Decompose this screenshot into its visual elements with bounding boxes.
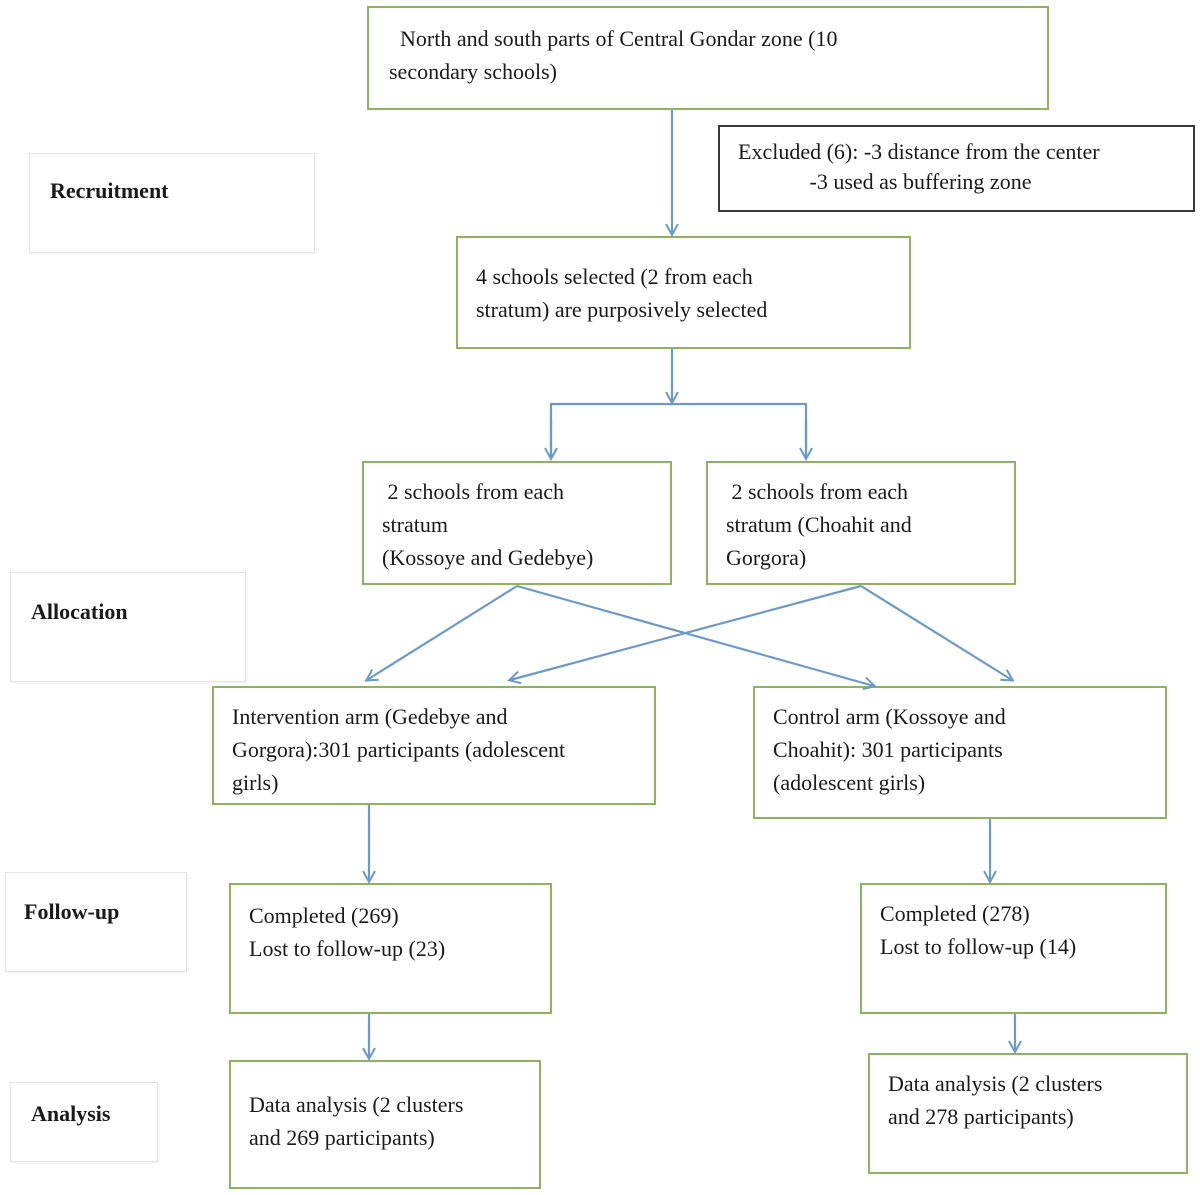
box-text-line: stratum (Choahit and [726,512,912,537]
connector-split [549,402,808,456]
box-text-line: stratum) are purposively selected [476,297,768,322]
box-analysis-left: Data analysis (2 clusters and 269 partic… [229,1060,541,1189]
box-text-line: 2 schools from each [726,479,909,504]
box-text-line: Choahit): 301 participants [773,737,1003,762]
box-text-line: and 278 participants) [888,1104,1074,1129]
box-text-line: Lost to follow-up (14) [880,934,1077,959]
box-text-line: Control arm (Kossoye and [773,704,1006,729]
box-stratum-left: 2 schools from each stratum (Kossoye and… [362,461,672,585]
phase-followup-label: Follow-up [24,899,120,924]
box-stratum-right: 2 schools from each stratum (Choahit and… [706,461,1016,585]
box-text-line: Data analysis (2 clusters [888,1071,1103,1096]
box-text-line: North and south parts of Central Gondar … [389,26,838,51]
arrow-left-to-intervention [367,585,518,680]
box-followup-left: Completed (269) Lost to follow-up (23) [229,883,552,1014]
box-text-line: Gorgora):301 participants (adolescent [232,737,566,762]
box-text-line: Completed (278) [880,901,1030,926]
box-text-line: stratum [382,512,448,537]
phase-allocation-label: Allocation [31,599,128,624]
box-text-line: Gorgora) [726,545,807,570]
phase-analysis-label: Analysis [31,1101,111,1126]
phase-allocation: Allocation [10,572,246,682]
box-text-line: and 269 participants) [249,1125,435,1150]
box-text-line: Data analysis (2 clusters [249,1092,464,1117]
box-text-line: (adolescent girls) [773,770,926,795]
box-text-line: Completed (269) [249,903,399,928]
box-text-line: Excluded (6): -3 distance from the cente… [738,139,1100,164]
phase-recruitment-label: Recruitment [50,178,169,203]
box-schools-selected: 4 schools selected (2 from each stratum)… [456,236,911,349]
box-text-line: Intervention arm (Gedebye and [232,704,508,729]
phase-recruitment: Recruitment [29,153,315,253]
box-intervention-arm: Intervention arm (Gedebye and Gorgora):3… [212,686,656,805]
phase-followup: Follow-up [5,872,187,972]
box-text-line: secondary schools) [389,59,558,84]
box-text-line: -3 used as buffering zone [738,169,1032,194]
box-text-line: Lost to follow-up (23) [249,936,446,961]
arrow-right-to-control [860,585,1012,680]
box-analysis-right: Data analysis (2 clusters and 278 partic… [868,1053,1188,1174]
arrow-left-to-control [516,584,874,686]
box-control-arm: Control arm (Kossoye and Choahit): 301 p… [753,686,1167,819]
box-text-line: 4 schools selected (2 from each [476,264,753,289]
box-text-line: (Kossoye and Gedebye) [382,545,594,570]
arrow-right-to-intervention [510,584,862,680]
box-text-line: 2 schools from each [382,479,565,504]
phase-analysis: Analysis [10,1082,158,1162]
box-followup-right: Completed (278) Lost to follow-up (14) [860,883,1167,1014]
box-text-line: girls) [232,770,279,795]
box-excluded: Excluded (6): -3 distance from the cente… [718,125,1195,212]
box-study-area: North and south parts of Central Gondar … [367,6,1049,110]
